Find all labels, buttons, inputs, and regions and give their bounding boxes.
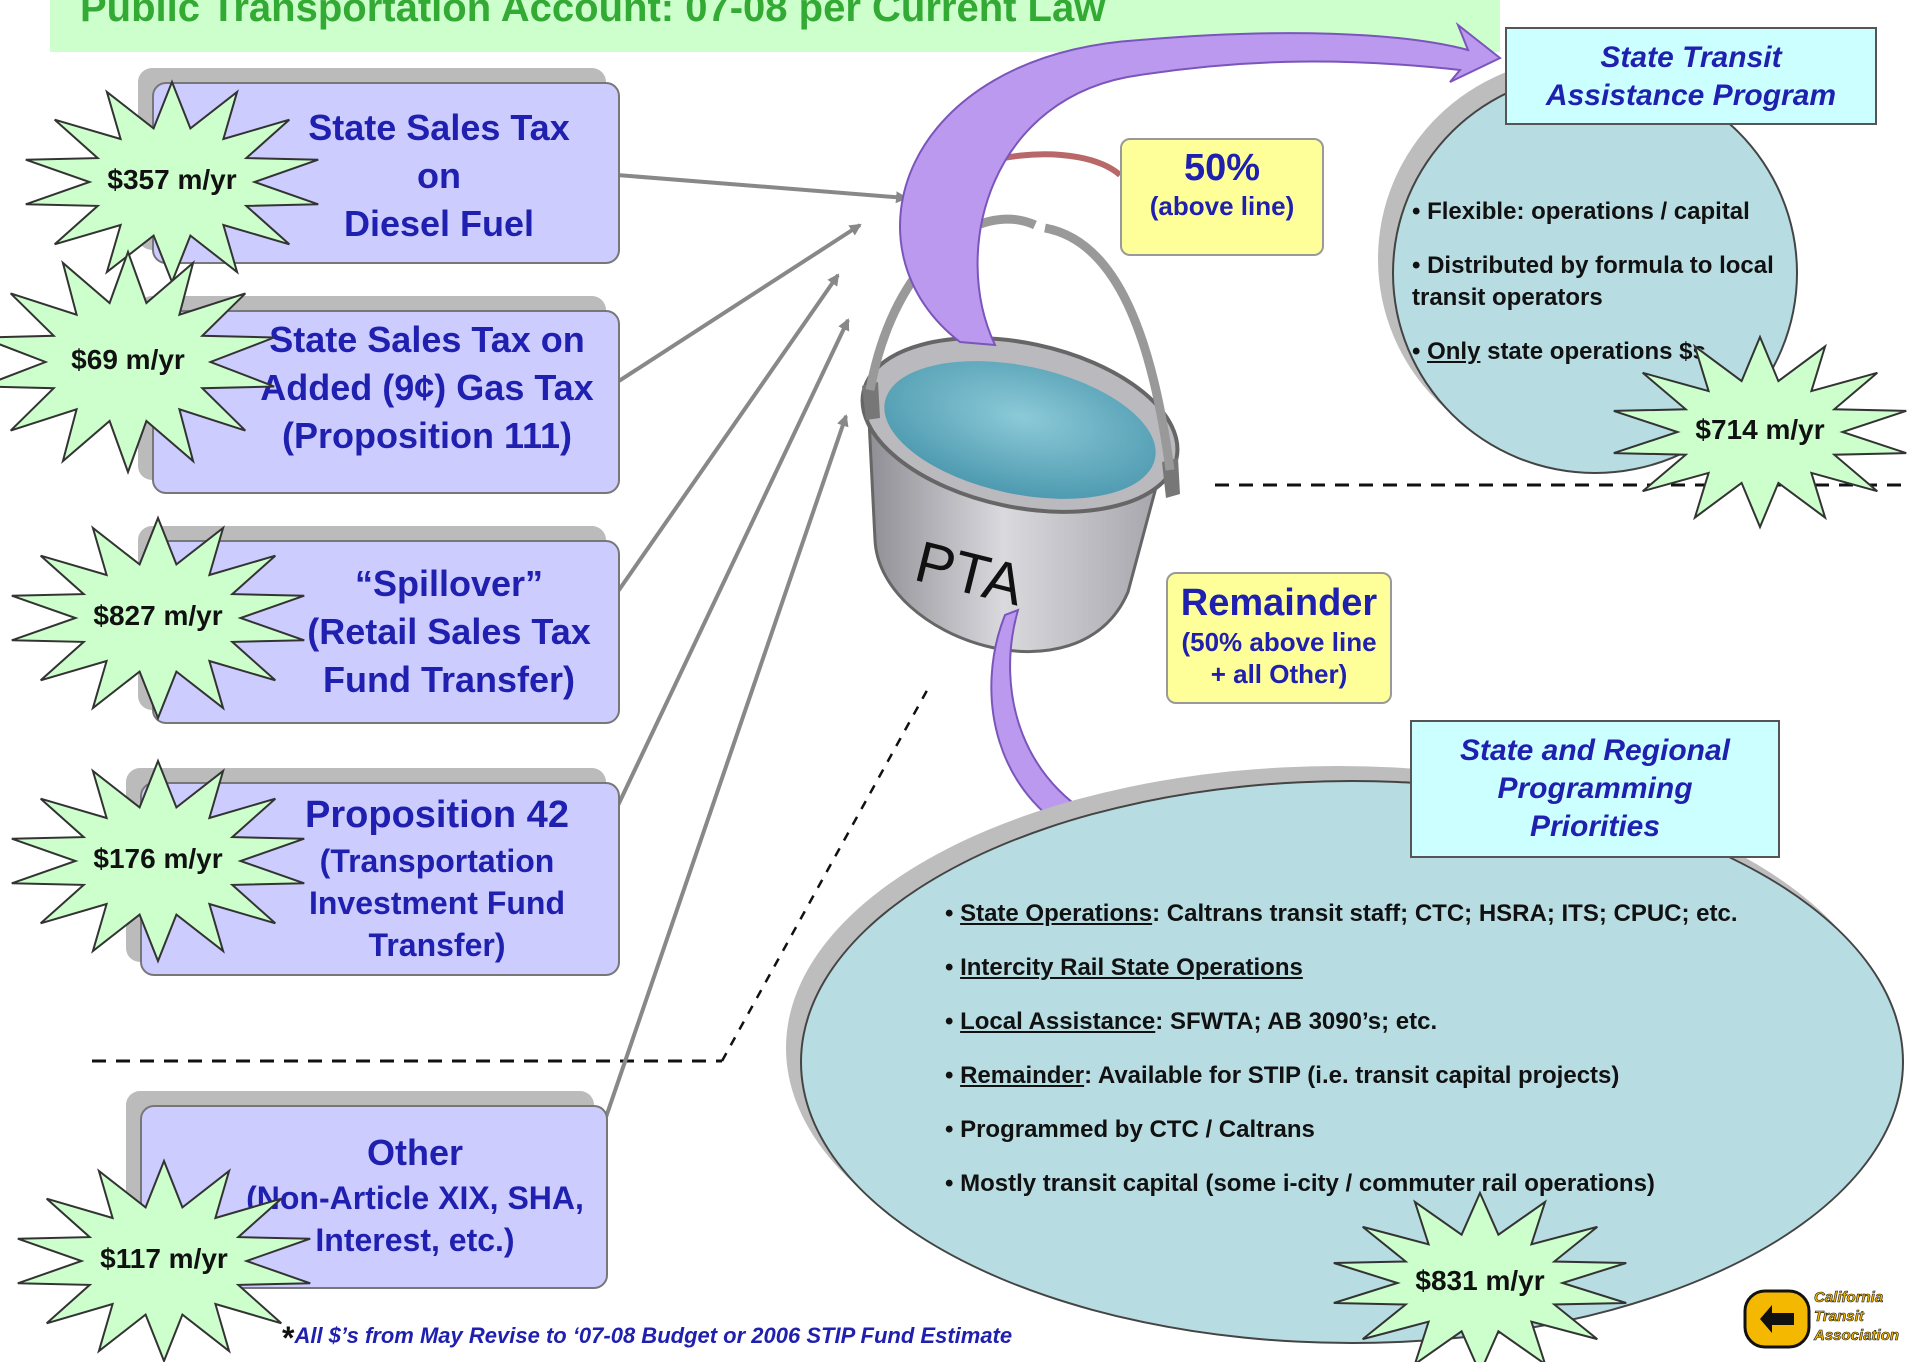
amount-diesel: $357 m/yr — [107, 164, 237, 195]
regional-bullet: • Local Assistance: SFWTA; AB 3090’s; et… — [945, 1008, 1438, 1035]
source-prop42-line-4: Transfer) — [368, 927, 506, 963]
stap-bullet: • Distributed by formula to local transi… — [1412, 252, 1774, 311]
source-spillover-line-1: “Spillover” — [354, 563, 544, 604]
amount-stap: $714 m/yr — [1695, 414, 1825, 445]
split-top-percent: 50% — [1183, 147, 1261, 189]
source-gas-line-2: Added (9¢) Gas Tax — [260, 367, 594, 408]
curved-arrow-up — [899, 21, 1502, 347]
split-bottom-note-1: (50% above line — [1181, 627, 1377, 657]
burst-regional — [1333, 1190, 1627, 1362]
arrow-diesel — [616, 173, 908, 204]
burst-prop42 — [11, 758, 305, 964]
regional-title-line-3: Priorities — [1529, 810, 1661, 843]
source-diesel-line-3: Diesel Fuel — [343, 203, 535, 244]
source-other-line-3: Interest, etc.) — [315, 1222, 515, 1258]
logo-line-3: Association — [1814, 1327, 1900, 1345]
amount-gas: $69 m/yr — [71, 344, 185, 375]
footnote: *All $’s from May Revise to ‘07-08 Budge… — [282, 1314, 1013, 1356]
source-gas-line-1: State Sales Tax on — [269, 319, 585, 360]
regional-bullet: • Mostly transit capital (some i-city / … — [945, 1170, 1655, 1197]
regional-bullet: • Remainder: Available for STIP (i.e. tr… — [945, 1062, 1620, 1089]
split-bottom-box: Remainder (50% above line + all Other) — [1166, 572, 1392, 704]
logo-line-2: Transit — [1814, 1308, 1864, 1326]
arrow-gas — [603, 223, 862, 392]
source-prop42-line-2: (Transportation — [319, 843, 555, 879]
split-bottom-note-2: + all Other) — [1210, 659, 1348, 689]
regional-title-line-2: Programming — [1497, 772, 1693, 805]
logo-line-1: California — [1814, 1289, 1884, 1307]
source-spillover-line-2: (Retail Sales Tax — [307, 611, 591, 652]
source-other-line-1: Other — [366, 1132, 463, 1173]
source-prop42-line-3: Investment Fund — [308, 885, 565, 921]
amount-prop42: $176 m/yr — [93, 843, 223, 874]
regional-title-box: State and Regional Programming Prioritie… — [1410, 720, 1780, 858]
source-diesel-line-1: State Sales Tax — [308, 107, 570, 148]
regional-bullet: • Intercity Rail State Operations — [945, 954, 1303, 981]
split-top-box: 50% (above line) — [1120, 138, 1324, 256]
arrow-other — [603, 414, 849, 1121]
regional-ellipse — [800, 780, 1904, 1344]
arrow-spillover — [610, 273, 840, 602]
stap-bullets: • Flexible: operations / capital • Distr… — [1412, 196, 1782, 390]
source-prop42-line-1: Proposition 42 — [305, 794, 569, 836]
regional-bullet: • State Operations: Caltrans transit sta… — [945, 900, 1738, 927]
source-spillover-line-3: Fund Transfer) — [322, 659, 576, 700]
page-title: Public Transportation Account: 07-08 per… — [80, 0, 1106, 30]
stap-title-line-1: State Transit — [1600, 41, 1782, 74]
cta-logo: California Transit Association — [1742, 1288, 1902, 1350]
footnote-text: All $’s from May Revise to ‘07-08 Budget… — [294, 1323, 1013, 1348]
source-diesel-line-2: on — [417, 155, 461, 196]
stap-title-box: State Transit Assistance Program — [1505, 27, 1877, 125]
footnote-star: * — [282, 1320, 295, 1356]
arrow-prop42 — [610, 318, 850, 819]
source-other-line-2: (Non-Article XIX, SHA, — [246, 1180, 584, 1216]
regional-title-line-1: State and Regional — [1459, 734, 1731, 767]
stap-bullet: • Flexible: operations / capital — [1412, 198, 1750, 225]
amount-other: $117 m/yr — [100, 1243, 228, 1274]
amount-spillover: $827 m/yr — [93, 600, 223, 631]
stap-bullet: • Only state operations $s — [1412, 338, 1706, 365]
regional-bullets: • State Operations: Caltrans transit sta… — [945, 898, 1745, 1222]
stap-title-line-2: Assistance Program — [1545, 79, 1837, 112]
burst-stap — [1613, 334, 1907, 530]
burst-spillover — [11, 515, 305, 721]
amount-regional: $831 m/yr — [1415, 1265, 1545, 1296]
split-bottom-title: Remainder — [1180, 582, 1378, 624]
source-gas-line-3: (Proposition 111) — [281, 415, 573, 456]
regional-bullet: • Programmed by CTC / Caltrans — [945, 1116, 1315, 1143]
cta-logo-icon — [1743, 1289, 1811, 1349]
burst-other — [17, 1158, 311, 1362]
burst-gas — [0, 249, 275, 475]
split-top-note: (above line) — [1149, 191, 1295, 221]
